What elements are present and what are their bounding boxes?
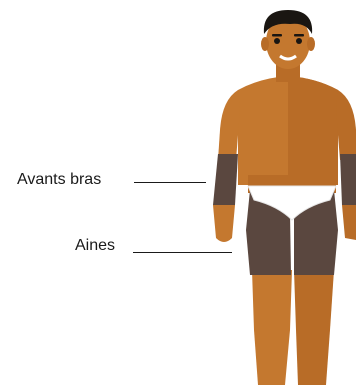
right-forearm-zone xyxy=(340,154,356,205)
forearms-leader-line xyxy=(134,182,206,183)
left-ear xyxy=(261,37,269,51)
left-upper-arm xyxy=(218,90,240,160)
right-hand xyxy=(342,205,356,240)
right-upper-arm xyxy=(336,90,356,160)
groin-label: Aines xyxy=(75,238,115,254)
right-brow xyxy=(294,34,304,37)
forearms-label: Avants bras xyxy=(17,172,101,188)
left-forearm-zone xyxy=(213,154,238,205)
right-ear xyxy=(307,37,315,51)
right-leg xyxy=(294,270,334,385)
left-hand xyxy=(213,205,235,242)
right-eye xyxy=(296,38,302,44)
groin-leader-line xyxy=(133,252,232,253)
torso-shadow xyxy=(288,76,338,185)
left-leg xyxy=(252,270,292,385)
left-brow xyxy=(272,34,282,37)
left-eye xyxy=(274,38,280,44)
